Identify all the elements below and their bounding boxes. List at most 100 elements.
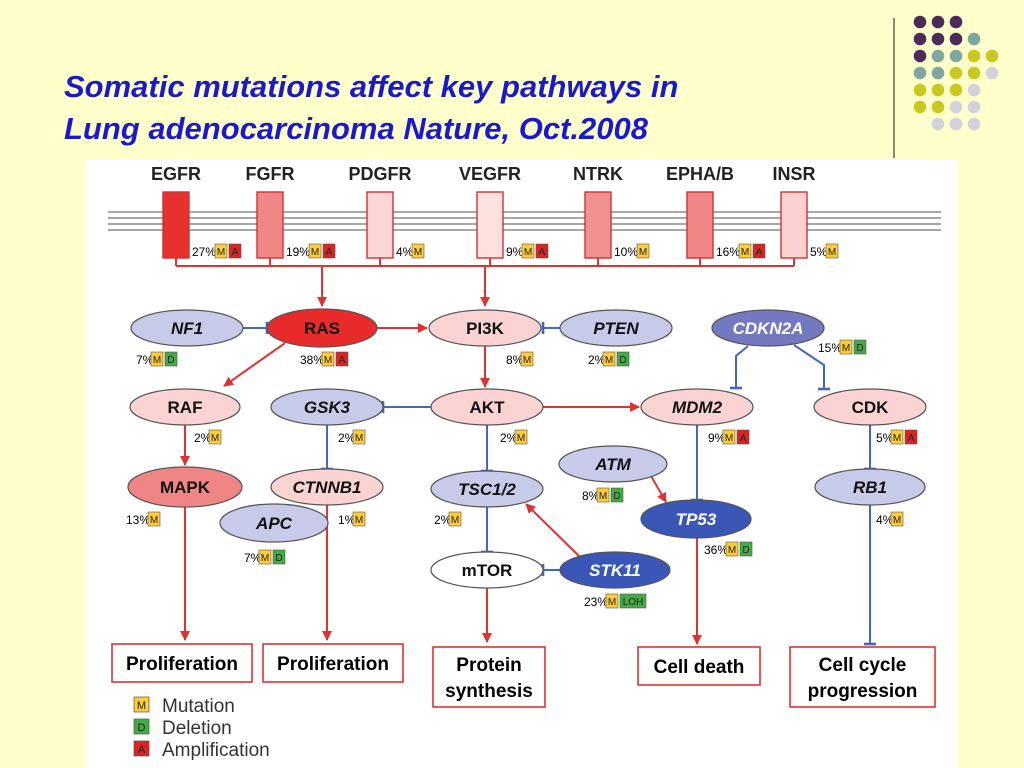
node-tag-label-mapk: M [150,515,158,526]
slide-title: Somatic mutations affect key pathways in… [64,66,864,150]
node-akt [430,388,544,426]
node-label-tp53: TP53 [676,510,717,529]
outcome-label-death: Cell death [654,657,745,678]
receptor-name-fgfr: FGFR [246,164,295,184]
node-tag-apc [272,549,286,565]
decor-dot [913,15,927,29]
node-tag-pten [602,351,616,367]
node-label-nf1: NF1 [171,319,203,338]
outcome-box-prolif1 [111,643,253,683]
receptor-freq-insr: 5% [810,245,828,259]
receptor-name-pdgfr: PDGFR [349,164,412,184]
node-tag-ras [321,351,335,367]
receptor-tag-label-epha: A [756,247,763,258]
node-apc [219,503,329,543]
node-tag-label-ctnnb1: M [355,515,363,526]
node-label-stk11: STK11 [589,561,641,580]
node-tag-label-akt: M [517,433,525,444]
receptor-tag-label-vegfr: M [524,247,532,258]
decor-dot [949,49,963,63]
decor-dot [931,49,945,63]
receptor-tag-label-fgfr: M [311,247,319,258]
outcome-box-cellcycle [789,646,936,708]
node-label-mapk: MAPK [160,478,211,497]
node-tag-label-atm: D [613,491,620,502]
decor-dot [967,32,981,46]
node-tag-atm [610,487,624,503]
node-label-mdm2: MDM2 [672,398,723,417]
receptor-name-vegfr: VEGFR [459,164,521,184]
receptor-ntrk [584,191,612,259]
receptor-tag-ntrk [636,243,650,259]
edge-stk11-tsc12 [525,503,582,559]
node-tag-label-cdk: A [908,433,915,444]
edge-cdkn2a-mdm2 [730,345,749,390]
node-tag-label-pten: M [605,355,613,366]
receptor-freq-ntrk: 10% [614,245,638,259]
node-tag-ras [335,351,349,367]
node-tag-label-gsk3: M [355,433,363,444]
legend-swatch-D [133,718,150,735]
receptor-tag-label-egfr: M [217,247,225,258]
legend-swatch-M [133,696,150,713]
outcome-label2-protein: synthesis [445,681,533,702]
legend-label-D: Deletion [162,718,232,739]
node-label-atm: ATM [594,455,631,474]
node-freq-nf1: 7% [136,353,154,367]
edge-atm-tp53 [650,475,667,503]
receptor-tag-label-insr: M [828,247,836,258]
decor-dot [931,100,945,114]
node-freq-cdkn2a: 15% [818,341,842,355]
node-tag-raf [208,429,222,445]
decor-dot [967,100,981,114]
node-tag-cdk [890,429,904,445]
node-rb1 [814,468,926,506]
edge-ras-raf [223,342,286,387]
decor-dot [967,66,981,80]
legend-key-M: M [137,700,146,712]
decor-dot [931,32,945,46]
node-tag-mdm2 [736,429,750,445]
receptor-tag-label-vegfr: A [539,247,546,258]
node-freq-ctnnb1: 1% [338,513,356,527]
receptor-freq-fgfr: 19% [286,245,310,259]
receptor-tag-label-fgfr: A [326,247,333,258]
outcome-label2-cellcycle: progression [808,681,918,702]
node-freq-raf: 2% [194,431,212,445]
node-freq-rb1: 4% [876,513,894,527]
node-tag-apc [258,549,272,565]
node-tag-label-apc: M [261,553,269,564]
decor-dot [913,100,927,114]
decor-dot [949,83,963,97]
node-label-rb1: RB1 [853,478,887,497]
decor-dot [949,32,963,46]
receptor-freq-egfr: 27% [192,245,216,259]
node-tag-ctnnb1 [352,511,366,527]
node-pten [559,309,673,347]
node-label-cdkn2a: CDKN2A [733,319,804,338]
decor-dot [967,83,981,97]
node-tag-tsc12 [448,511,462,527]
receptor-epha [686,191,714,259]
node-tag-mapk [147,511,161,527]
slide-title-line-2: Lung adenocarcinoma Nature, Oct.2008 [64,111,649,146]
decor-dot [985,66,999,80]
node-freq-atm: 8% [582,489,600,503]
node-tag-label-mdm2: M [725,433,733,444]
node-freq-mapk: 13% [126,513,150,527]
node-label-pi3k: PI3K [466,319,505,338]
node-freq-cdk: 5% [876,431,894,445]
decor-dot [913,66,927,80]
node-ras [266,308,378,348]
title-divider [893,18,895,158]
outcome-box-protein [432,646,546,708]
node-cdk [813,388,927,426]
receptor-tag-egfr [214,243,228,259]
slide-title-line-1: Somatic mutations affect key pathways in [64,69,679,104]
decor-dot [967,117,981,131]
receptor-tag-fgfr [322,243,336,259]
decor-dot [949,100,963,114]
node-label-tsc12: TSC1/2 [458,480,516,499]
node-tag-cdkn2a [839,339,853,355]
node-tag-pten [616,351,630,367]
